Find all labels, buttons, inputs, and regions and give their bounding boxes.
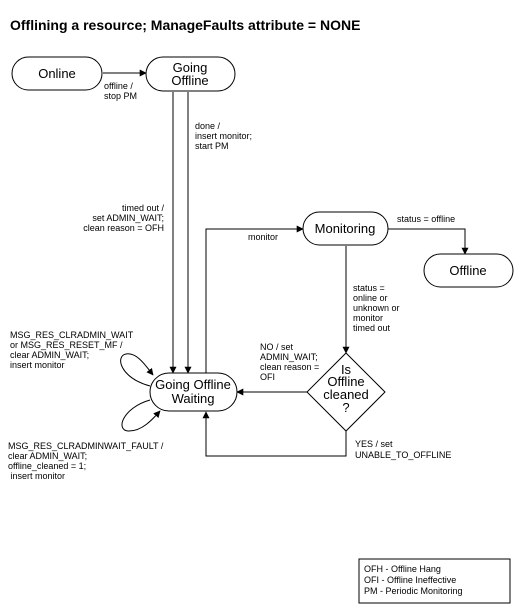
node-online: Online (11, 56, 103, 91)
label-no-set-line-3: clean reason = (260, 362, 319, 372)
node-decision-label-line-4: ? (342, 400, 349, 415)
label-timed-out-line-2: set ADMIN_WAIT; (92, 213, 164, 223)
label-going-offline-done-line-2: insert monitor; (195, 131, 252, 141)
label-no-set-line-4: OFI (260, 372, 275, 382)
node-decision-label-line-1: Is (341, 362, 352, 377)
edge-labels: offline / stop PM done / insert monitor;… (8, 81, 455, 481)
legend: OFH - Offline Hang OFI - Offline Ineffec… (358, 558, 511, 604)
label-online-to-going-offline-line-2: stop PM (104, 91, 137, 101)
label-status-unknown-line-1: status = (353, 283, 385, 293)
label-status-unknown-line-4: monitor (353, 313, 383, 323)
label-clradminwait-fault-line-2: clear ADMIN_WAIT; (8, 451, 87, 461)
label-timed-out-line-1: timed out / (122, 203, 165, 213)
node-offline-shape (423, 253, 514, 288)
label-clradminwait-fault-line-1: MSG_RES_CLRADMINWAIT_FAULT / (8, 441, 164, 451)
label-timed-out-line-3: clean reason = OFH (83, 223, 164, 233)
label-yes-set-line-1: YES / set (355, 439, 393, 449)
label-online-to-going-offline-line-1: offline / (104, 81, 133, 91)
node-going-offline-waiting-shape (149, 372, 238, 412)
node-going-offline-label-line-1: Going (173, 60, 208, 75)
label-no-set-line-2: ADMIN_WAIT; (260, 352, 318, 362)
label-status-unknown-line-2: online or (353, 293, 388, 303)
label-no-set-line-1: NO / set (260, 342, 294, 352)
edge-self-loop-clradmin-wait (120, 353, 154, 387)
legend-item-ofi: OFI - Offline Ineffective (364, 575, 456, 585)
node-going-offline-waiting-label-line-2: Waiting (172, 391, 215, 406)
label-going-offline-done-line-1: done / (195, 121, 221, 131)
label-status-offline: status = offline (397, 214, 455, 224)
node-decision-label-line-2: Offline (327, 374, 364, 389)
label-status-unknown-line-5: timed out (353, 323, 391, 333)
node-going-offline-shape (145, 56, 236, 92)
node-monitoring: Monitoring (302, 211, 389, 246)
node-decision-shape (306, 352, 386, 432)
legend-item-pm: PM - Periodic Monitoring (364, 586, 463, 596)
label-clradmin-wait-line-4: insert monitor (10, 360, 65, 370)
legend-item-ofh: OFH - Offline Hang (364, 564, 441, 574)
label-clradminwait-fault-line-3: offline_cleaned = 1; (8, 461, 86, 471)
node-going-offline-label-line-2: Offline (171, 73, 208, 88)
label-clradmin-wait-line-3: clear ADMIN_WAIT; (10, 350, 89, 360)
node-going-offline-waiting-label-line-1: Going Offline (155, 377, 231, 392)
diagram-title: Offlining a resource; ManageFaults attri… (10, 17, 360, 33)
edge-monitor (205, 225, 304, 373)
node-online-shape (11, 56, 103, 91)
node-offline: Offline (423, 253, 514, 288)
node-online-label: Online (38, 66, 76, 81)
node-going-offline-waiting: Going Offline Waiting (149, 372, 238, 412)
label-clradminwait-fault-line-4: insert monitor (8, 471, 65, 481)
legend-box (358, 558, 511, 604)
label-status-unknown-line-3: unknown or (353, 303, 400, 313)
label-yes-set-line-2: UNABLE_TO_OFFLINE (355, 450, 451, 460)
node-monitoring-label: Monitoring (315, 221, 376, 236)
node-decision: Is Offline cleaned ? (306, 352, 386, 432)
label-monitor: monitor (248, 232, 278, 242)
edges (103, 69, 469, 457)
edge-self-loop-clradminwait-fault (121, 399, 161, 432)
label-going-offline-done-line-3: start PM (195, 141, 229, 151)
edge-yes-set (202, 411, 347, 457)
label-clradmin-wait-line-2: or MSG_RES_RESET_MF / (10, 340, 123, 350)
node-decision-label-line-3: cleaned (323, 387, 369, 402)
edge-status-offline (388, 228, 469, 255)
nodes: Online Going Offline Monitoring Offline … (11, 56, 514, 432)
node-monitoring-shape (302, 211, 389, 246)
node-offline-label: Offline (449, 263, 486, 278)
label-clradmin-wait-line-1: MSG_RES_CLRADMIN_WAIT (10, 330, 134, 340)
node-going-offline: Going Offline (145, 56, 236, 92)
